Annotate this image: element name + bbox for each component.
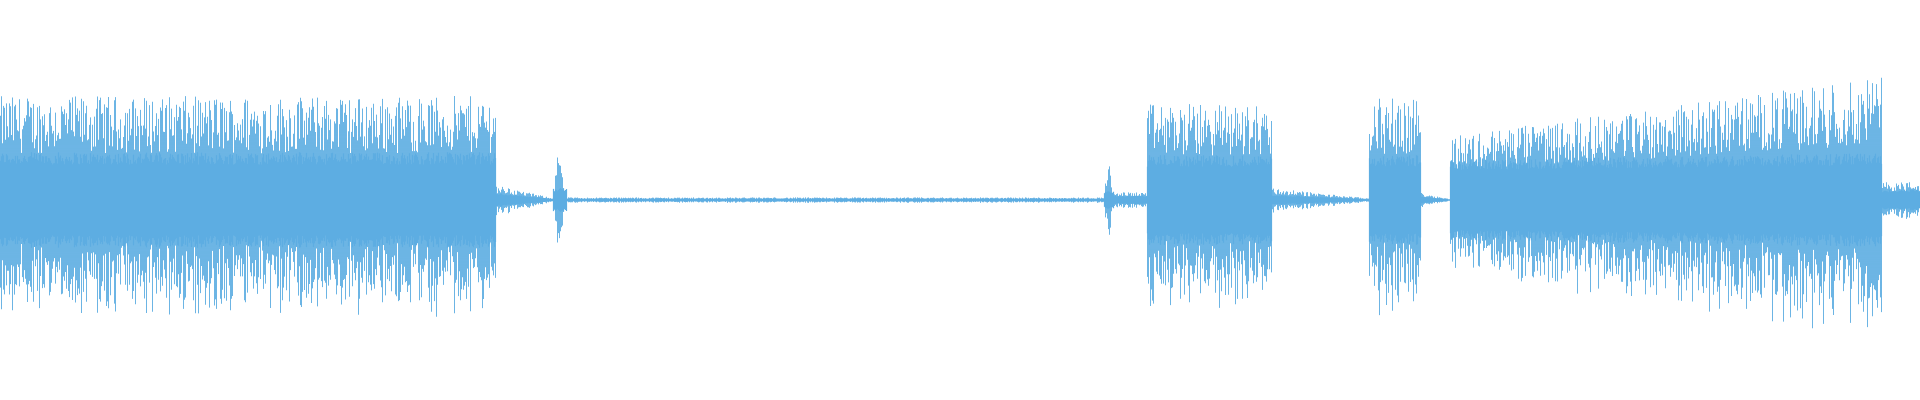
- waveform-body: [0, 152, 1920, 248]
